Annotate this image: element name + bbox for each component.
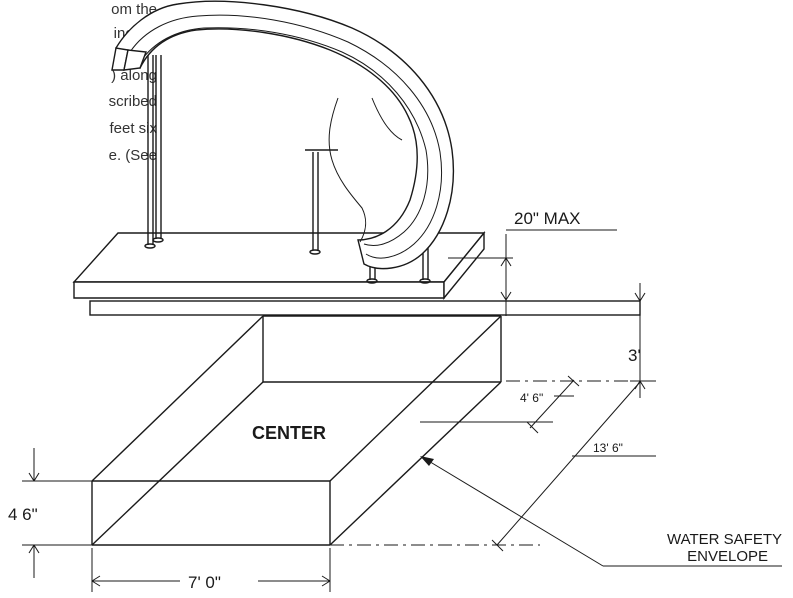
max-height-label: 20" MAX (514, 209, 581, 228)
width-label: 7' 0" (188, 573, 221, 592)
envelope-leader: WATER SAFETY ENVELOPE (420, 456, 782, 567)
slide-support-legs (144, 55, 431, 284)
width-dimension: 7' 0" (91, 548, 331, 592)
envelope-length-dimension: 13' 6" (491, 381, 656, 552)
vertical-clearance-label: 3' (628, 346, 641, 365)
vertical-clearance-dimension: 3' (628, 283, 656, 398)
paragraph-line-1: om the (111, 1, 157, 18)
forward-extent-label: 4' 6" (520, 391, 543, 405)
max-height-dimension: 20" MAX (448, 209, 617, 316)
depth-label: 4 6" (8, 505, 38, 524)
envelope-length-label: 13' 6" (593, 441, 623, 455)
forward-extent-dimension: 4' 6" (420, 375, 580, 434)
paragraph-line-3: ) along (111, 67, 157, 84)
paragraph-line-6: e. (See (109, 147, 157, 164)
paragraph-line-4: scribed (109, 93, 157, 110)
water-line (89, 300, 641, 316)
center-label: CENTER (252, 423, 326, 443)
depth-dimension: 4 6" (8, 448, 92, 578)
water-safety-envelope-box (91, 315, 502, 546)
slide-body (111, 0, 455, 270)
paragraph-line-5: feet six (109, 120, 157, 137)
envelope-label-line2: ENVELOPE (687, 548, 768, 565)
centerlines (330, 380, 640, 546)
envelope-label-line1: WATER SAFETY (667, 531, 782, 548)
